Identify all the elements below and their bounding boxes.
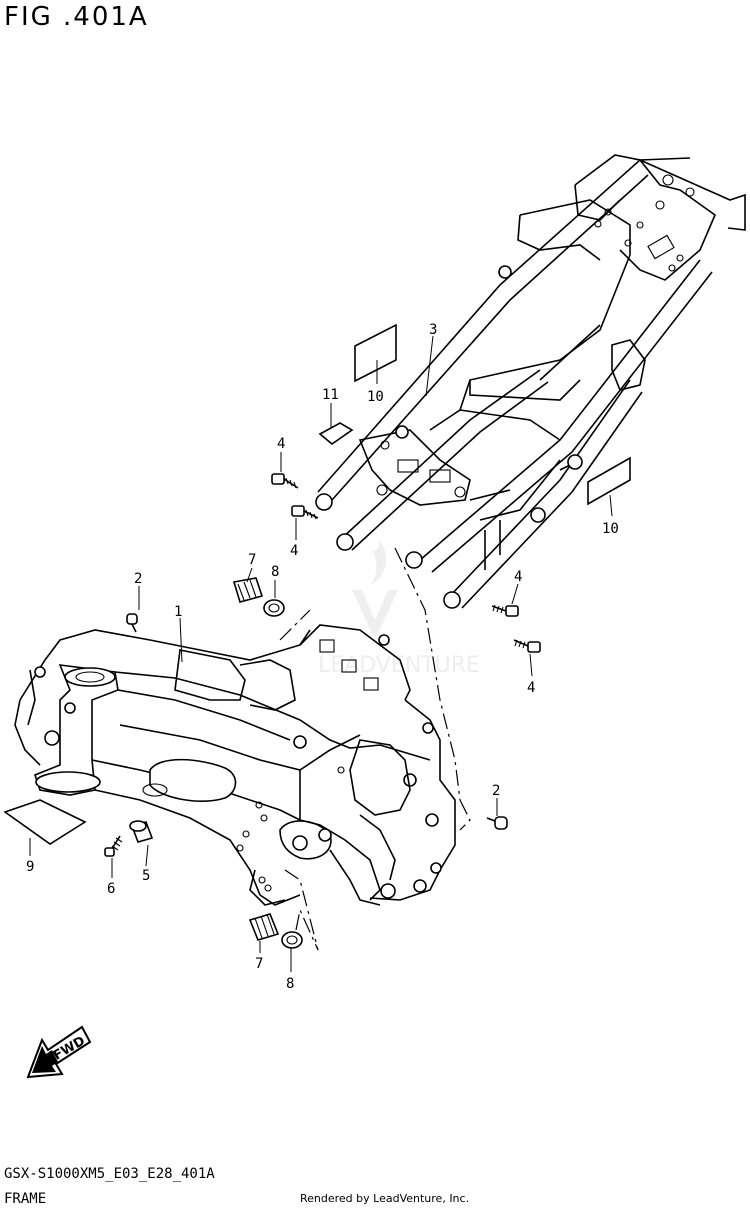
rear-subframe xyxy=(315,154,746,609)
bolt-4b xyxy=(291,505,319,520)
callout-2b: 2 xyxy=(492,783,500,799)
hardware-parts xyxy=(3,323,631,949)
callout-11: 11 xyxy=(322,387,339,403)
watermark-text: LEADVENTURE xyxy=(318,653,480,678)
forward-arrow-icon: FWD xyxy=(26,1025,92,1079)
callout-4d: 4 xyxy=(527,680,535,696)
callout-5: 5 xyxy=(142,868,150,884)
label-10b xyxy=(587,456,631,506)
adjuster-7a xyxy=(232,577,264,603)
label-9 xyxy=(3,799,87,845)
callout-3: 3 xyxy=(429,322,437,338)
leader-lines xyxy=(29,335,613,972)
callout-8a: 8 xyxy=(271,564,279,580)
watermark-logo: LEADVENTURE xyxy=(318,540,480,678)
collar-5 xyxy=(129,820,154,843)
render-credit: Rendered by LeadVenture, Inc. xyxy=(300,1192,470,1205)
model-code: GSX-S1000XM5_E03_E28_401A xyxy=(4,1166,215,1182)
bolt-2b xyxy=(486,816,508,830)
assembly-guide-lines xyxy=(279,547,471,951)
callout-7b: 7 xyxy=(255,956,263,972)
callout-10a: 10 xyxy=(367,389,384,405)
main-frame xyxy=(14,624,456,906)
callout-6: 6 xyxy=(107,881,115,897)
label-11 xyxy=(318,422,354,446)
callout-4b: 4 xyxy=(290,543,298,559)
callout-2a: 2 xyxy=(134,571,142,587)
adjuster-7b xyxy=(248,913,280,941)
callout-8b: 8 xyxy=(286,976,294,992)
callout-10b: 10 xyxy=(602,521,619,537)
label-10a xyxy=(354,323,397,383)
bolt-2a xyxy=(126,613,138,633)
nut-8a xyxy=(263,599,285,617)
bolt-4c xyxy=(491,604,519,617)
callout-numbers: 1 2 2 3 4 4 4 4 5 6 7 7 8 8 9 10 10 11 xyxy=(26,322,619,992)
callout-4a: 4 xyxy=(277,436,285,452)
screw-6 xyxy=(104,835,123,857)
callout-1: 1 xyxy=(174,604,182,620)
section-name: FRAME xyxy=(4,1191,47,1207)
figure-title: FIG .401A xyxy=(4,2,149,32)
callout-7a: 7 xyxy=(248,552,256,568)
nut-8b xyxy=(281,931,303,949)
callout-4c: 4 xyxy=(514,569,522,585)
bolt-4a xyxy=(271,473,299,489)
bolt-4d xyxy=(513,639,541,653)
callout-9: 9 xyxy=(26,859,34,875)
